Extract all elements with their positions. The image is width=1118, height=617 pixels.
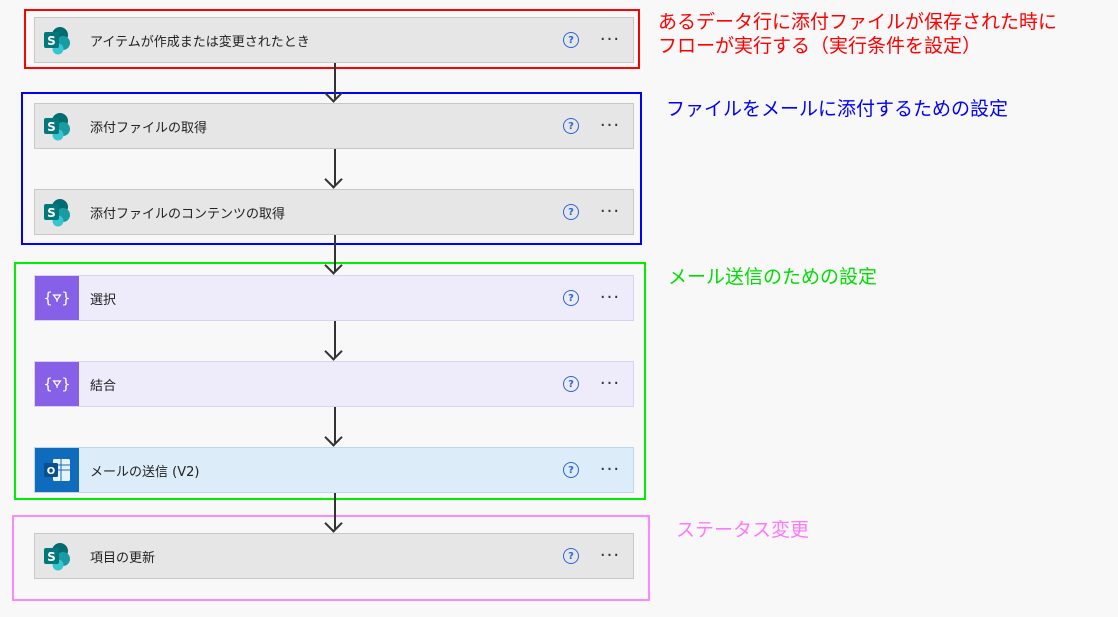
trigger-frame xyxy=(24,9,640,69)
trigger-annotation-line1: あるデータ行に添付ファイルが保存された時に xyxy=(658,11,1058,33)
sharepoint-icon: S xyxy=(35,18,79,62)
help-icon[interactable]: ? xyxy=(563,548,579,564)
trigger-annotation-line2: フローが実行する（実行条件を設定） xyxy=(658,35,982,57)
status-annotation: ステータス変更 xyxy=(676,519,810,541)
sharepoint-icon: S xyxy=(35,104,79,148)
attachment-annotation: ファイルをメールに添付するための設定 xyxy=(666,98,1009,120)
svg-text:O: O xyxy=(47,466,56,477)
step-label: 項目の更新 xyxy=(90,550,156,566)
more-options-icon[interactable]: ··· xyxy=(599,115,621,136)
more-options-icon[interactable]: ··· xyxy=(599,29,621,50)
flow-step-get-attachment-content[interactable]: S 添付ファイルのコンテンツの取得 ? ··· xyxy=(34,189,634,235)
step-label: 選択 xyxy=(90,292,117,308)
connector-arrow xyxy=(334,63,336,99)
flow-step-join[interactable]: { } 結合 ? ··· xyxy=(34,361,634,407)
trigger-annotation: あるデータ行に添付ファイルが保存された時に フローが実行する（実行条件を設定） xyxy=(658,10,1057,58)
flow-step-update-item[interactable]: S 項目の更新 ? ··· xyxy=(34,533,634,579)
more-options-icon[interactable]: ··· xyxy=(599,373,621,394)
svg-text:S: S xyxy=(47,120,56,134)
svg-text:{ }: { } xyxy=(43,375,70,393)
connector-arrow xyxy=(334,493,336,529)
data-operation-icon: { } xyxy=(35,276,79,320)
svg-text:S: S xyxy=(47,550,56,564)
flow-step-get-attachments[interactable]: S 添付ファイルの取得 ? ··· xyxy=(34,103,634,149)
step-label: 添付ファイルの取得 xyxy=(90,120,208,136)
more-options-icon[interactable]: ··· xyxy=(599,201,621,222)
flow-step-trigger[interactable]: S アイテムが作成または変更されたとき ? ··· xyxy=(34,17,634,63)
step-label: 添付ファイルのコンテンツの取得 xyxy=(90,206,286,222)
step-label: 結合 xyxy=(90,378,117,394)
help-icon[interactable]: ? xyxy=(563,376,579,392)
help-icon[interactable]: ? xyxy=(563,462,579,478)
connector-arrow xyxy=(334,149,336,185)
help-icon[interactable]: ? xyxy=(563,118,579,134)
sharepoint-icon: S xyxy=(35,190,79,234)
more-options-icon[interactable]: ··· xyxy=(599,459,621,480)
svg-text:S: S xyxy=(47,206,56,220)
help-icon[interactable]: ? xyxy=(563,32,579,48)
svg-text:{ }: { } xyxy=(43,289,70,307)
more-options-icon[interactable]: ··· xyxy=(599,545,621,566)
mail-annotation: メール送信のための設定 xyxy=(668,266,878,288)
step-label: メールの送信 (V2) xyxy=(90,464,200,480)
step-label: アイテムが作成または変更されたとき xyxy=(90,34,310,50)
connector-arrow xyxy=(334,321,336,357)
flow-step-select[interactable]: { } 選択 ? ··· xyxy=(34,275,634,321)
connector-arrow xyxy=(334,407,336,443)
data-operation-icon: { } xyxy=(35,362,79,406)
outlook-icon: O xyxy=(35,448,79,492)
help-icon[interactable]: ? xyxy=(563,290,579,306)
help-icon[interactable]: ? xyxy=(563,204,579,220)
more-options-icon[interactable]: ··· xyxy=(599,287,621,308)
svg-text:S: S xyxy=(47,34,56,48)
sharepoint-icon: S xyxy=(35,534,79,578)
flow-step-send-email[interactable]: O メールの送信 (V2) ? ··· xyxy=(34,447,634,493)
connector-arrow xyxy=(334,235,336,271)
